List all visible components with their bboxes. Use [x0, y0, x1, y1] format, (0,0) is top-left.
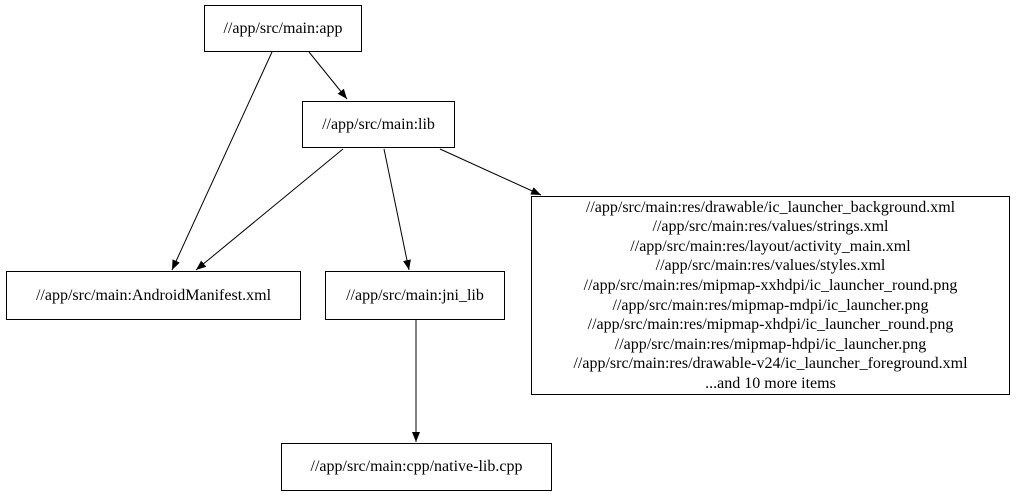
res-file-line: //app/src/main:res/mipmap-xhdpi/ic_launc… — [587, 316, 954, 334]
node-android-manifest: //app/src/main:AndroidManifest.xml — [6, 271, 301, 320]
res-file-line: //app/src/main:res/mipmap-mdpi/ic_launch… — [612, 296, 929, 314]
node-native-lib-cpp: //app/src/main:cpp/native-lib.cpp — [281, 443, 552, 491]
res-more-items-line: ...and 10 more items — [705, 374, 836, 392]
node-native-lib-cpp-label: //app/src/main:cpp/native-lib.cpp — [310, 458, 523, 475]
node-jni-lib: //app/src/main:jni_lib — [325, 271, 505, 320]
edge-app-to-androidmanifest — [171, 51, 273, 271]
res-file-line: //app/src/main:res/drawable/ic_launcher_… — [585, 198, 956, 216]
edge-lib-to-androidmanifest — [195, 148, 344, 271]
res-file-line: //app/src/main:res/values/strings.xml — [652, 218, 889, 236]
node-res-filegroup: //app/src/main:res/drawable/ic_launcher_… — [531, 196, 1010, 395]
node-app-label: //app/src/main:app — [223, 19, 343, 37]
node-jni-lib-label: //app/src/main:jni_lib — [346, 286, 484, 304]
edge-app-to-lib — [308, 51, 348, 100]
res-file-line: //app/src/main:res/mipmap-hdpi/ic_launch… — [614, 335, 927, 353]
node-android-manifest-label: //app/src/main:AndroidManifest.xml — [35, 286, 272, 304]
node-lib: //app/src/main:lib — [302, 101, 455, 148]
res-file-line: //app/src/main:res/layout/activity_main.… — [630, 237, 911, 255]
res-file-line: //app/src/main:res/drawable-v24/ic_launc… — [573, 355, 968, 373]
edge-lib-to-resfilegroup — [439, 148, 542, 196]
node-app: //app/src/main:app — [204, 5, 362, 52]
edge-lib-to-jnilib — [383, 148, 411, 271]
node-lib-label: //app/src/main:lib — [322, 115, 435, 133]
res-file-line: //app/src/main:res/values/styles.xml — [655, 257, 886, 275]
res-file-line: //app/src/main:res/mipmap-xxhdpi/ic_laun… — [583, 276, 958, 294]
